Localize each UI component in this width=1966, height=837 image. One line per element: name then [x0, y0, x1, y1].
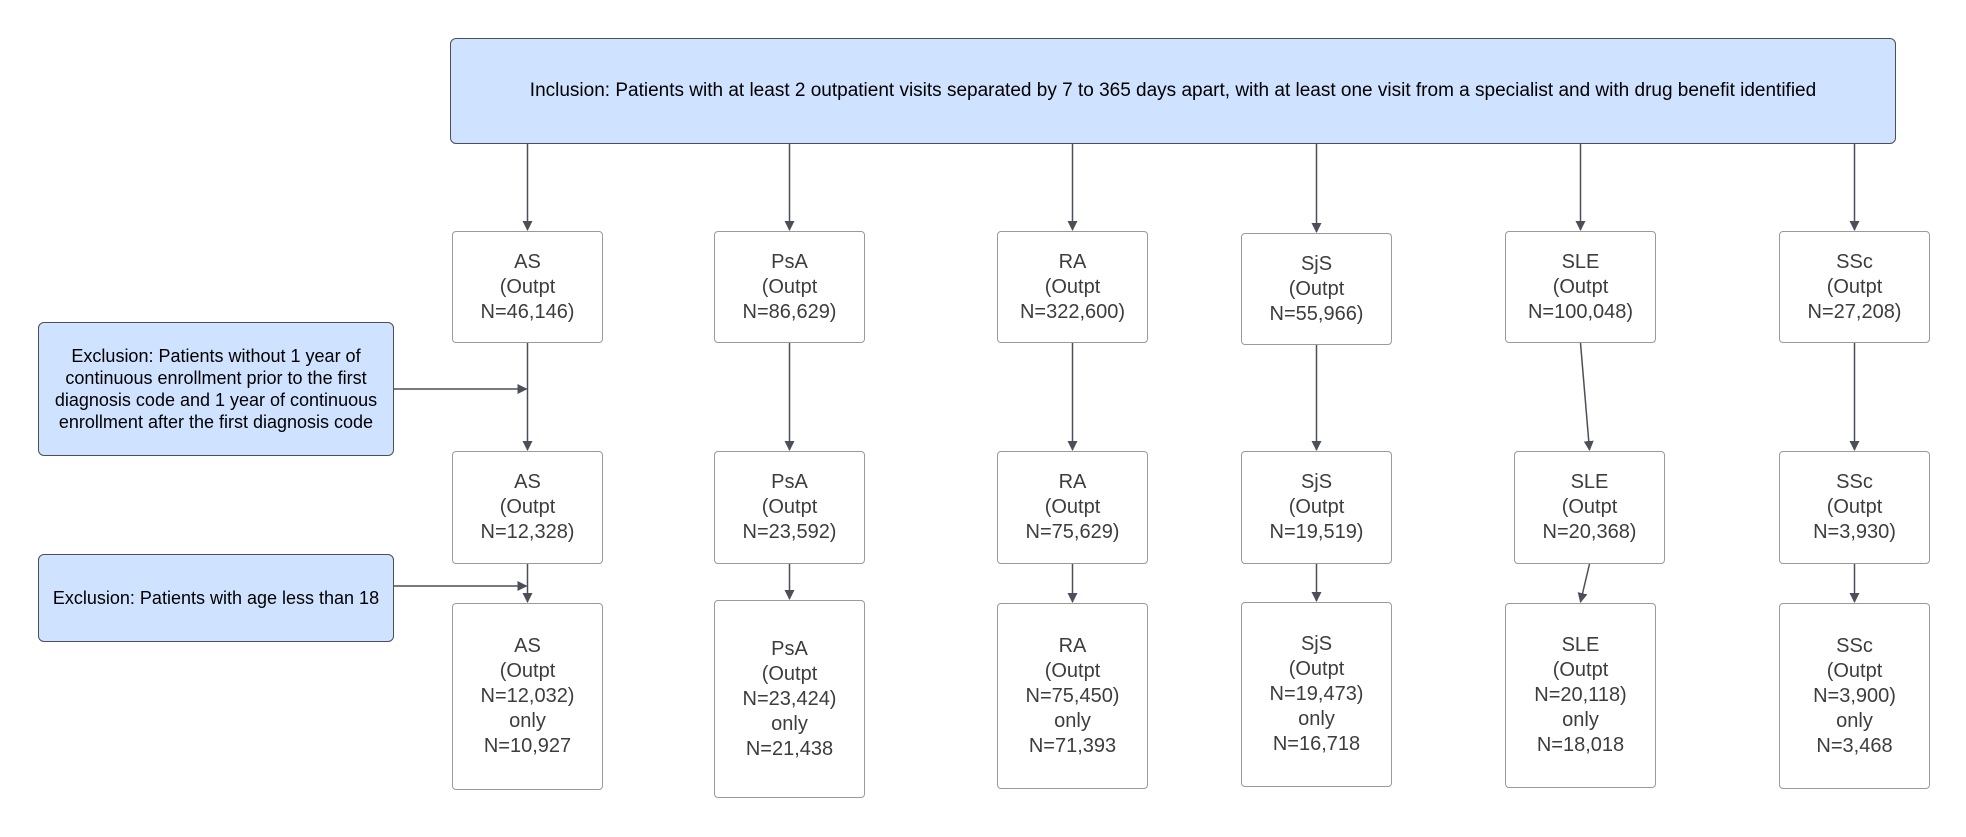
cohort-ssc-stage3: SSc (Outpt N=3,900) only N=3,468	[1779, 603, 1930, 789]
cohort-psa-stage3: PsA (Outpt N=23,424) only N=21,438	[714, 600, 865, 798]
cohort-ra-stage1: RA (Outpt N=322,600)	[997, 231, 1148, 343]
cohort-as-stage1: AS (Outpt N=46,146)	[452, 231, 603, 343]
cohort-sjs-stage1: SjS (Outpt N=55,966)	[1241, 233, 1392, 345]
exclusion-age-box: Exclusion: Patients with age less than 1…	[38, 554, 394, 642]
cohort-sle-stage2: SLE (Outpt N=20,368)	[1514, 451, 1665, 564]
cohort-sjs-stage2: SjS (Outpt N=19,519)	[1241, 451, 1392, 564]
cohort-ra-stage3: RA (Outpt N=75,450) only N=71,393	[997, 603, 1148, 789]
cohort-as-stage3: AS (Outpt N=12,032) only N=10,927	[452, 603, 603, 790]
cohort-psa-stage1: PsA (Outpt N=86,629)	[714, 231, 865, 343]
cohort-ssc-stage2: SSc (Outpt N=3,930)	[1779, 451, 1930, 564]
cohort-sle-stage1: SLE (Outpt N=100,048)	[1505, 231, 1656, 343]
cohort-as-stage2: AS (Outpt N=12,328)	[452, 451, 603, 564]
inclusion-box: Inclusion: Patients with at least 2 outp…	[450, 38, 1896, 144]
cohort-psa-stage2: PsA (Outpt N=23,592)	[714, 451, 865, 564]
cohort-ra-stage2: RA (Outpt N=75,629)	[997, 451, 1148, 564]
arrow-sle-stage1-to-stage2	[1579, 342, 1594, 451]
exclusion-enrollment-box: Exclusion: Patients without 1 year of co…	[38, 322, 394, 456]
cohort-sjs-stage3: SjS (Outpt N=19,473) only N=16,718	[1241, 602, 1392, 787]
cohort-sle-stage3: SLE (Outpt N=20,118) only N=18,018	[1505, 603, 1656, 788]
arrow-sle-stage2-to-stage3	[1577, 563, 1591, 603]
cohort-ssc-stage1: SSc (Outpt N=27,208)	[1779, 231, 1930, 343]
